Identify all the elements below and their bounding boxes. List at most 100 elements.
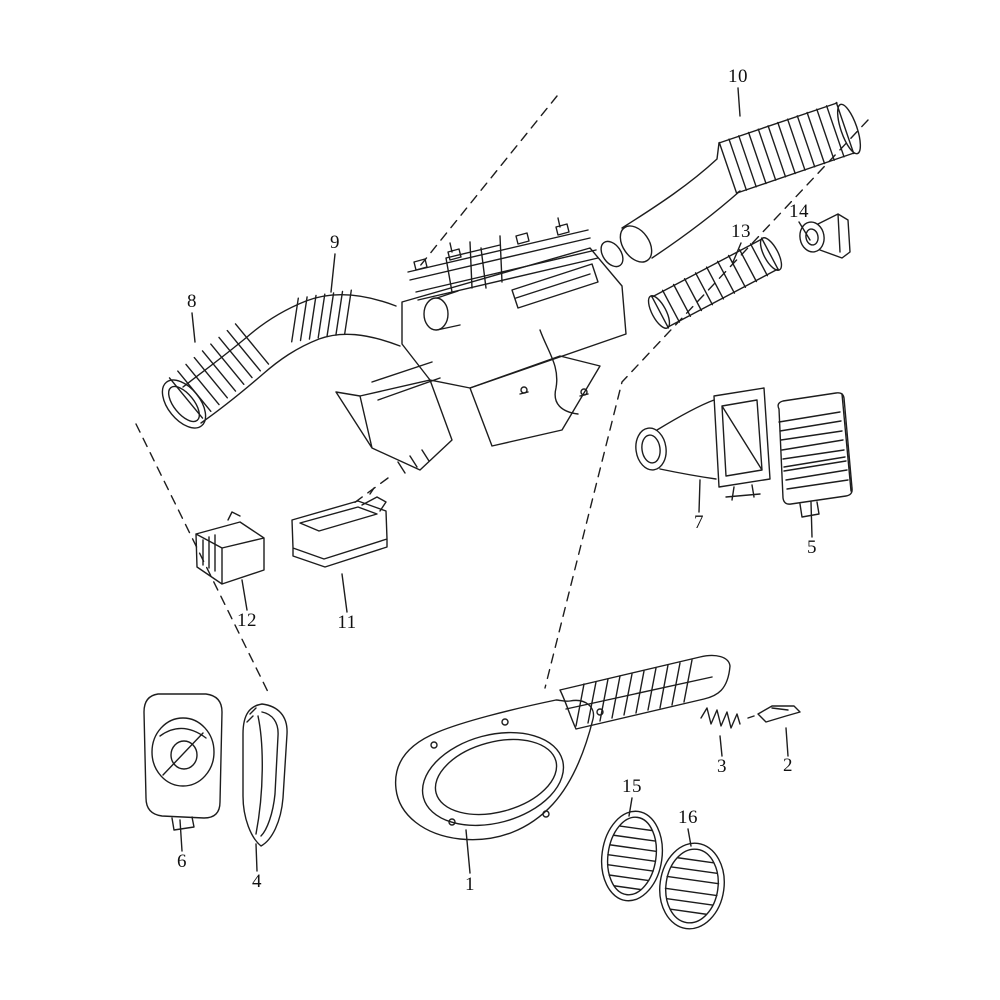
hose-10-tube [621, 142, 741, 259]
nozzle-4-inner [260, 711, 279, 837]
part-label-8: 8 [187, 291, 197, 312]
vent-6-bottom-tab [171, 816, 195, 831]
clip-2-body [747, 705, 801, 723]
duct-1-rim [421, 731, 565, 827]
part-7-duct [635, 387, 771, 501]
assembly-pipe-stub [423, 297, 449, 331]
part-label-13: 13 [731, 221, 751, 242]
hose-10-open-end [619, 225, 653, 263]
duct-7-inlet-inner [641, 434, 661, 464]
part-label-15: 15 [622, 776, 642, 797]
duct-1-boss [501, 718, 509, 726]
grille-16-outer [659, 842, 725, 930]
part-label-12: 12 [237, 610, 257, 631]
part-label-16: 16 [678, 807, 698, 828]
duct-12-body [195, 521, 265, 585]
grommet-face-inner [805, 228, 819, 246]
part-5-vent [777, 392, 853, 518]
vent-6-hub [170, 740, 198, 770]
part-14-grommet [799, 213, 851, 259]
part-label-7: 7 [694, 512, 704, 533]
part-label-5: 5 [807, 537, 817, 558]
assembly-lower-left-chamber [335, 361, 453, 474]
hose-13-ribs [650, 237, 780, 329]
duct-7-frame [713, 387, 771, 488]
part-label-3: 3 [717, 756, 727, 777]
part-label-1: 1 [465, 874, 475, 895]
part-2-clip [747, 705, 801, 723]
part-13-hose [647, 237, 783, 329]
hose-8-upper-edge [182, 293, 397, 388]
assembly-top-rails [407, 229, 599, 301]
vent-5-louvers [778, 411, 849, 490]
duct-1-boss [448, 818, 456, 826]
vent-6-damper [159, 727, 207, 776]
part-label-11: 11 [337, 612, 357, 633]
duct-12-clip [227, 511, 241, 521]
vent-6-housing [143, 693, 223, 819]
part-8-9-hose [161, 289, 401, 429]
grille-16-inner [665, 848, 719, 924]
grille-15-outer [600, 810, 664, 902]
assembly-lower-right-chamber [469, 355, 601, 447]
vent-5-bottom-tab [799, 501, 820, 518]
hose-9-ribs [291, 289, 352, 343]
duct-11-body [291, 500, 388, 568]
hose-8-ribs [168, 323, 270, 419]
hose-10-collar [600, 240, 624, 268]
duct-1-spine [565, 676, 713, 710]
grille-15-inner [606, 816, 658, 896]
part-label-9: 9 [330, 232, 340, 253]
hose-10-end-cap [836, 103, 862, 155]
assembly-screw [580, 388, 588, 396]
grille-16-ribs [664, 857, 720, 915]
part-15-grille [600, 810, 664, 902]
grommet-body [817, 213, 851, 259]
dashed-line [135, 95, 869, 693]
part-label-14: 14 [789, 201, 809, 222]
grommet-face-outer [799, 221, 825, 253]
part-label-2: 2 [783, 755, 793, 776]
part-6-vent-housing [143, 693, 223, 831]
grille-15-ribs [606, 825, 657, 891]
vent-6-ring [151, 717, 215, 787]
duct-7-inlet-outer [635, 427, 667, 471]
hose-13-end-right [759, 237, 783, 271]
part-label-10: 10 [728, 66, 748, 87]
hose-10-bellows-ribs [718, 101, 855, 195]
duct-1-boss [430, 741, 438, 749]
part-10-hose [600, 101, 862, 268]
part-12-duct [195, 511, 265, 585]
hose-8-lower-edge [200, 333, 401, 424]
duct-1-opening [434, 738, 558, 816]
duct-1-plate [394, 699, 595, 841]
part-4-nozzle [242, 703, 288, 847]
vent-5-outline [777, 392, 853, 505]
assembly-rail-brackets [413, 217, 570, 271]
hose-8-open-end-inner [167, 385, 201, 423]
hose-13-end-left [647, 295, 671, 329]
part-3-spring [700, 707, 741, 729]
dashed-boundary-lines [135, 95, 869, 693]
central-assembly [335, 217, 627, 474]
spring-3-coils [700, 707, 741, 729]
part-11-duct [291, 487, 388, 568]
leader-line [179, 87, 813, 874]
part-label-6: 6 [177, 851, 187, 872]
duct-1-boss [596, 708, 604, 716]
part-1-duct [394, 654, 731, 841]
leader-lines [179, 87, 813, 874]
duct-7-body [656, 399, 717, 480]
assembly-pipe-lines [436, 290, 461, 331]
duct-11-clip [361, 487, 387, 512]
vent-5-right-edge [841, 393, 852, 492]
assembly-cable [519, 329, 589, 415]
part-16-grille [659, 842, 725, 930]
assembly-screw [520, 386, 528, 394]
duct-12-fins [202, 534, 216, 572]
nozzle-4-outline [242, 703, 288, 847]
duct-7-feet [725, 484, 761, 501]
nozzle-4-blade [246, 707, 263, 835]
